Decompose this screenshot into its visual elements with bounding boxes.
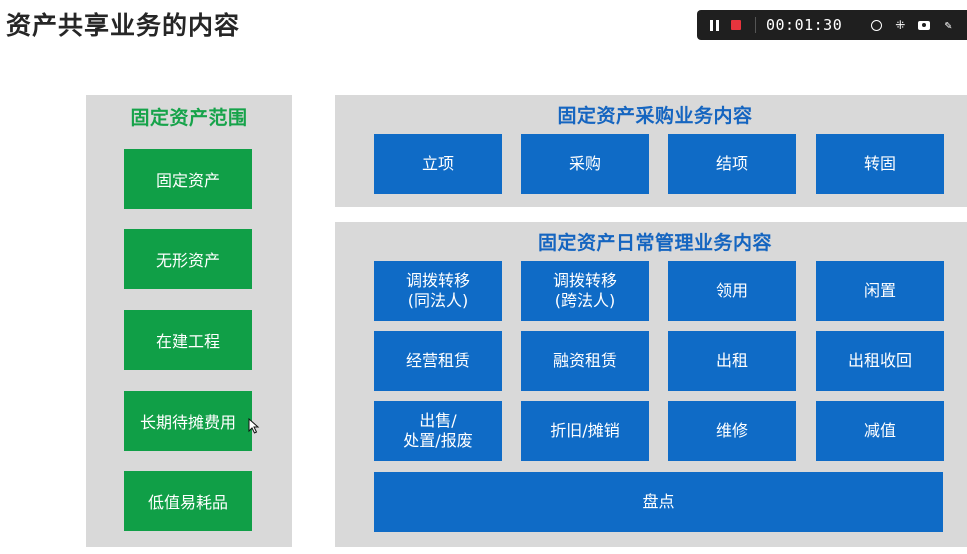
daily-item: 出租 [668,331,796,391]
toolbar-divider [755,17,756,33]
daily-item: 减值 [816,401,944,461]
scope-item: 长期待摊费用 [124,391,252,451]
mouse-cursor-icon [248,418,260,434]
recording-timer: 00:01:30 [766,16,843,34]
purchase-heading: 固定资产采购业务内容 [557,105,753,127]
pause-icon[interactable] [703,10,725,40]
daily-management-panel: 固定资产日常管理业务内容 调拨转移 (同法人) 调拨转移 (跨法人) 领用 闲置… [335,222,967,547]
daily-item: 出租收回 [816,331,944,391]
purchase-item: 立项 [374,134,502,194]
scope-item: 低值易耗品 [124,471,252,531]
scope-item: 在建工程 [124,310,252,370]
grid-icon[interactable]: ⁜ [895,18,906,32]
focus-icon[interactable] [864,10,888,40]
daily-item-inventory: 盘点 [374,472,943,532]
stop-record-icon[interactable] [725,10,747,40]
daily-item: 融资租赁 [521,331,649,391]
daily-item: 调拨转移 (同法人) [374,261,502,321]
daily-item: 领用 [668,261,796,321]
page-title: 资产共享业务的内容 [6,11,241,40]
pen-icon[interactable]: ✎ [944,18,952,32]
purchase-business-panel: 固定资产采购业务内容 立项 采购 结项 转固 [335,95,967,207]
daily-item: 维修 [668,401,796,461]
daily-item: 经营租赁 [374,331,502,391]
daily-item: 调拨转移 (跨法人) [521,261,649,321]
daily-item: 出售/ 处置/报废 [374,401,502,461]
daily-item: 闲置 [816,261,944,321]
screen-recorder-toolbar: 00:01:30 ⁜ ✎ [697,10,967,40]
daily-item: 折旧/摊销 [521,401,649,461]
scope-item: 固定资产 [124,149,252,209]
scope-item: 无形资产 [124,229,252,289]
purchase-item: 转固 [816,134,944,194]
purchase-item: 采购 [521,134,649,194]
scope-heading: 固定资产范围 [130,107,248,129]
fixed-asset-scope-panel: 固定资产范围 固定资产 无形资产 在建工程 长期待摊费用 低值易耗品 [86,95,292,547]
camera-icon[interactable] [912,10,936,40]
purchase-item: 结项 [668,134,796,194]
daily-heading: 固定资产日常管理业务内容 [537,232,772,254]
